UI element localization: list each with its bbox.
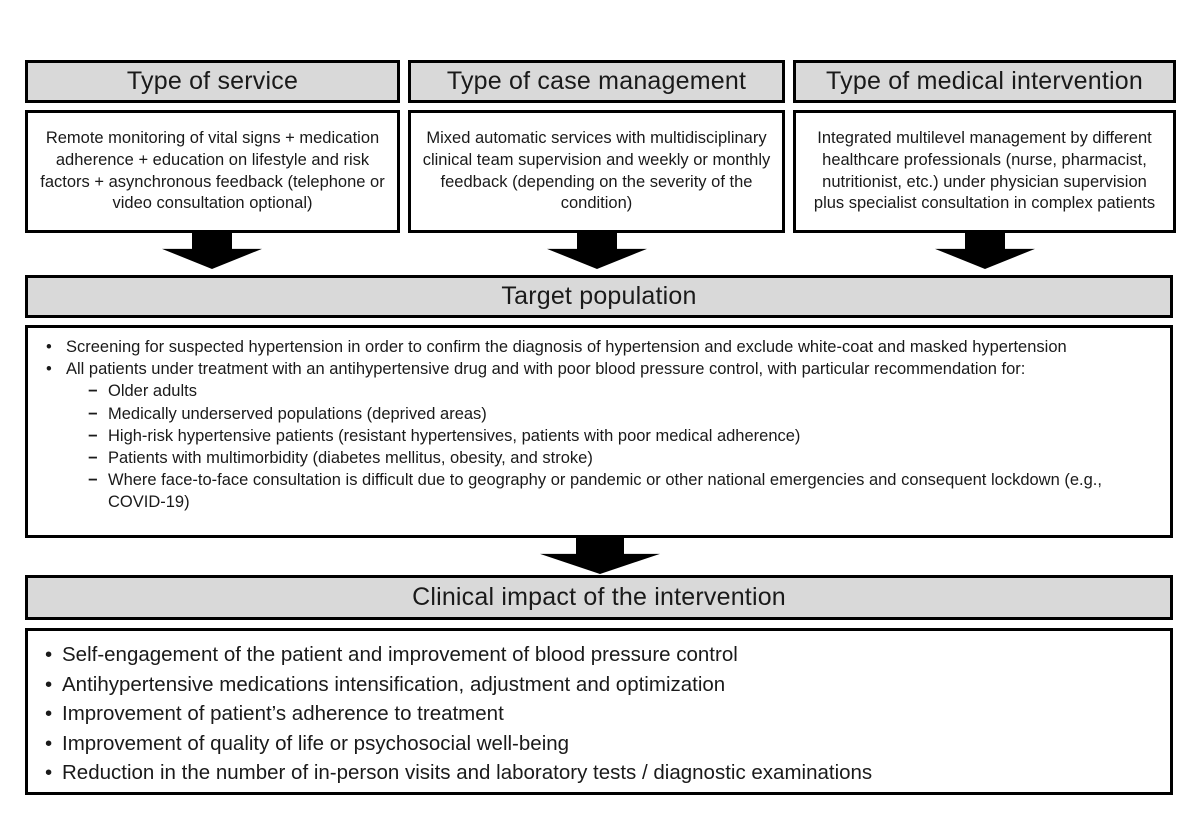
list-item-text: Screening for suspected hypertension in … xyxy=(66,338,1067,356)
list-item: − Medically underserved populations (dep… xyxy=(40,403,1110,425)
down-arrow-icon xyxy=(162,233,262,269)
header-type-of-case-management: Type of case management xyxy=(408,60,785,103)
header-type-of-case-management-label: Type of case management xyxy=(446,67,747,95)
down-arrow-icon xyxy=(935,233,1035,269)
case-management-description-box: Mixed automatic services with multidisci… xyxy=(408,110,785,233)
clinical-impact-list: • Self-engagement of the patient and imp… xyxy=(38,640,1150,788)
target-population-list: • Screening for suspected hypertension i… xyxy=(40,336,1110,514)
list-item: • Self-engagement of the patient and imp… xyxy=(38,640,1150,670)
dash-icon: − xyxy=(88,471,98,490)
clinical-impact-box: • Self-engagement of the patient and imp… xyxy=(25,628,1173,795)
list-item-text: Medically underserved populations (depri… xyxy=(108,404,487,423)
dash-icon: − xyxy=(88,404,98,423)
medical-intervention-description-box: Integrated multilevel management by diff… xyxy=(793,110,1176,233)
bullet-icon: • xyxy=(45,672,53,696)
list-item-text: Patients with multimorbidity (diabetes m… xyxy=(108,449,593,468)
header-clinical-impact-label: Clinical impact of the intervention xyxy=(412,583,786,611)
list-item-text: Reduction in the number of in-person vis… xyxy=(62,761,873,785)
bullet-icon: • xyxy=(45,731,53,755)
dash-icon: − xyxy=(88,426,98,445)
list-item-text: High-risk hypertensive patients (resista… xyxy=(108,426,801,445)
target-population-box: • Screening for suspected hypertension i… xyxy=(25,325,1173,538)
list-item-text: Older adults xyxy=(108,382,197,401)
header-type-of-service: Type of service xyxy=(25,60,400,103)
header-clinical-impact: Clinical impact of the intervention xyxy=(25,575,1173,620)
list-item-text: Antihypertensive medications intensifica… xyxy=(62,672,726,696)
list-item: • Improvement of quality of life or psyc… xyxy=(38,729,1150,759)
list-item: • Screening for suspected hypertension i… xyxy=(40,336,1110,358)
list-item: − Where face-to-face consultation is dif… xyxy=(40,469,1110,513)
bullet-icon: • xyxy=(45,702,53,726)
list-item: • Improvement of patient’s adherence to … xyxy=(38,699,1150,729)
list-item: − Patients with multimorbidity (diabetes… xyxy=(40,447,1110,469)
case-management-description-text: Mixed automatic services with multidisci… xyxy=(422,128,771,213)
list-item-text: All patients under treatment with an ant… xyxy=(66,360,1026,379)
bullet-icon: • xyxy=(45,761,53,785)
list-item-text: Where face-to-face consultation is diffi… xyxy=(108,471,1102,512)
bullet-icon: • xyxy=(46,360,52,379)
header-type-of-medical-intervention: Type of medical intervention xyxy=(793,60,1176,103)
list-item: − High-risk hypertensive patients (resis… xyxy=(40,425,1110,447)
header-type-of-service-label: Type of service xyxy=(126,67,299,95)
list-item: • Reduction in the number of in-person v… xyxy=(38,758,1150,788)
down-arrow-icon xyxy=(540,538,660,574)
dash-icon: − xyxy=(88,382,98,401)
list-item: − Older adults xyxy=(40,380,1110,402)
bullet-icon: • xyxy=(45,643,53,666)
service-description-box: Remote monitoring of vital signs + medic… xyxy=(25,110,400,233)
down-arrow-icon xyxy=(547,233,647,269)
header-target-population: Target population xyxy=(25,275,1173,318)
list-item-text: Improvement of quality of life or psycho… xyxy=(62,731,570,755)
bullet-icon: • xyxy=(46,338,52,356)
list-item: • Antihypertensive medications intensifi… xyxy=(38,670,1150,700)
service-description-text: Remote monitoring of vital signs + medic… xyxy=(40,128,385,213)
header-type-of-medical-intervention-label: Type of medical intervention xyxy=(826,67,1143,95)
list-item-text: Improvement of patient’s adherence to tr… xyxy=(62,702,504,726)
list-item-text: Self-engagement of the patient and impro… xyxy=(62,643,738,666)
medical-intervention-description-text: Integrated multilevel management by diff… xyxy=(813,128,1156,213)
dash-icon: − xyxy=(88,449,98,468)
list-item: • All patients under treatment with an a… xyxy=(40,358,1110,380)
header-target-population-label: Target population xyxy=(501,282,697,310)
